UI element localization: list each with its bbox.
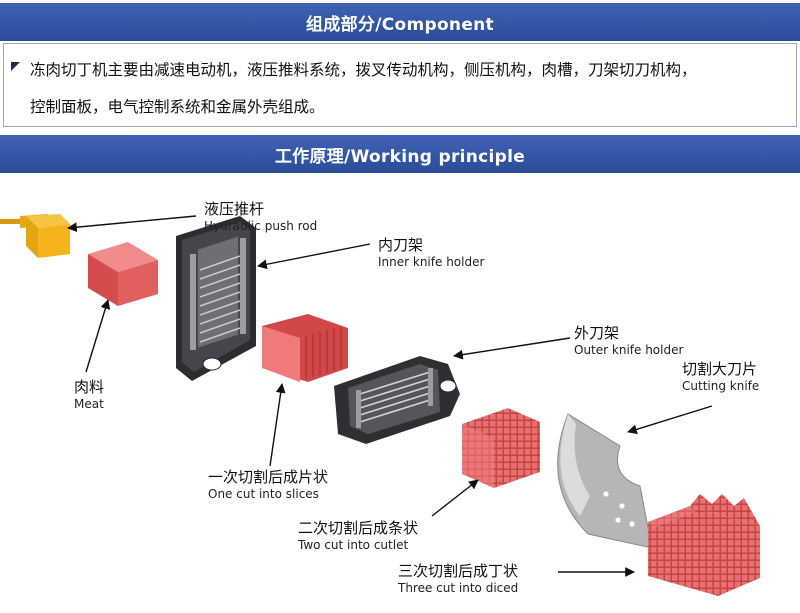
arrow-slices [269,383,286,467]
component-header-text: 组成部分/Component [306,14,494,35]
label-cutlet-cn: 二次切割后成条状 [298,519,419,537]
label-outer-knife-holder: 外刀架 Outer knife holder [574,324,683,358]
working-principle-diagram: 液压推杆 Hydraulic push rod 内刀架 Inner knife … [0,176,800,613]
component-text-line1: 冻肉切丁机主要由减速电动机，液压推料系统，拨叉传动机构，侧压机构，肉槽，刀架切刀… [30,61,697,79]
label-hydraulic-push-rod: 液压推杆 Hydraulic push rod [204,200,317,234]
label-inner-knife-holder-cn: 内刀架 [378,236,424,254]
label-meat: 肉料 Meat [74,378,104,412]
component-description: 冻肉切丁机主要由减速电动机，液压推料系统，拨叉传动机构，侧压机构，肉槽，刀架切刀… [30,52,790,126]
label-inner-knife-holder: 内刀架 Inner knife holder [378,236,484,270]
label-inner-knife-holder-en: Inner knife holder [378,255,485,269]
label-slices-cn: 一次切割后成片状 [208,468,329,486]
label-hydraulic-push-rod-en: Hydraulic push rod [204,219,318,233]
label-outer-knife-holder-cn: 外刀架 [574,324,620,342]
bullet-marker-icon [11,62,20,71]
label-cutlet: 二次切割后成条状 Two cut into cutlet [298,519,418,553]
label-slices: 一次切割后成片状 One cut into slices [208,468,328,502]
meat-slices-icon [262,314,348,382]
inner-knife-holder-icon [176,216,256,381]
label-meat-en: Meat [74,397,104,411]
arrow-inner-holder [257,243,371,270]
principle-header-text: 工作原理/Working principle [274,146,526,167]
label-outer-knife-holder-en: Outer knife holder [574,343,684,357]
meat-block-icon [88,242,158,306]
arrow-cutlet [431,479,479,517]
label-meat-cn: 肉料 [74,378,105,396]
label-slices-en: One cut into slices [208,487,319,501]
label-diced-cn: 三次切割后成丁状 [398,562,519,580]
component-description-box: 冻肉切丁机主要由减速电动机，液压推料系统，拨叉传动机构，侧压机构，肉槽，刀架切刀… [3,43,797,127]
label-hydraulic-push-rod-cn: 液压推杆 [204,200,265,218]
label-diced: 三次切割后成丁状 Three cut into diced [398,562,518,596]
label-cutting-knife-cn: 切割大刀片 [682,360,758,378]
label-cutting-knife-en: Cutting knife [682,379,760,393]
outer-knife-holder-icon [334,356,460,444]
arrow-outer-holder [453,337,571,360]
arrow-push-rod [67,215,197,233]
meat-diced-icon [648,494,760,596]
label-cutlet-en: Two cut into cutlet [298,538,409,552]
label-diced-en: Three cut into diced [398,581,519,595]
hydraulic-push-rod-icon [0,214,70,258]
arrow-meat [85,299,111,373]
component-header: 组成部分/Component [0,3,800,41]
component-text-line2: 控制面板，电气控制系统和金属外壳组成。 [30,98,325,116]
meat-cutlet-icon [462,408,540,488]
arrow-cutting-knife [627,405,713,435]
cutting-knife-icon [557,413,653,549]
principle-header: 工作原理/Working principle [0,135,800,173]
label-cutting-knife: 切割大刀片 Cutting knife [682,360,759,394]
diagram-canvas [0,214,760,596]
